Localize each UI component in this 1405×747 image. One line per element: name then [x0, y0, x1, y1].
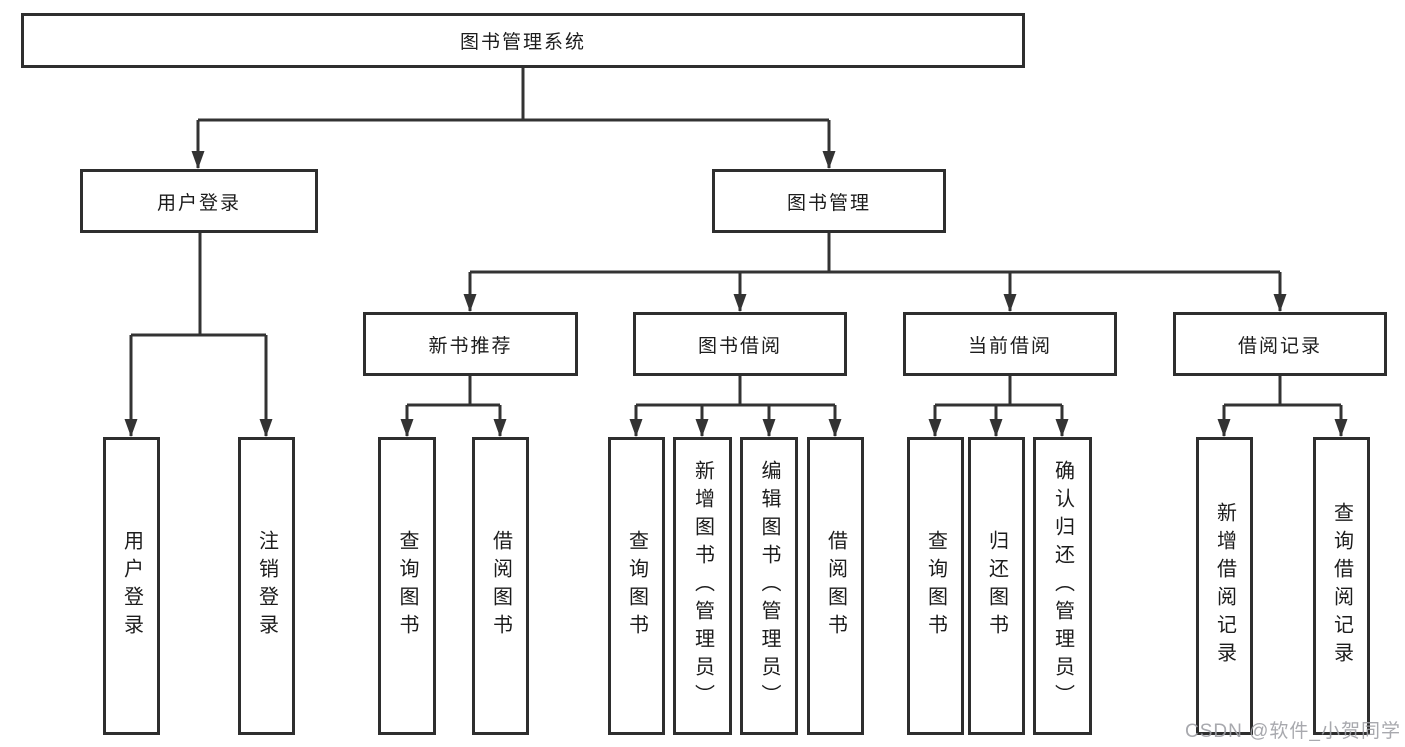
node-book-management-label: 图书管理	[786, 192, 871, 214]
leaf-logout-login: 注销登录	[238, 437, 295, 735]
leaf-query-books-current-label: 查询图书	[924, 530, 947, 642]
leaf-return-books: 归还图书	[968, 437, 1025, 735]
watermark: CSDN @软件_小贺同学	[1185, 721, 1401, 742]
leaf-query-books-borrowing-label: 查询图书	[625, 530, 648, 642]
node-book-management: 图书管理	[712, 169, 946, 233]
leaf-edit-books-admin: 编辑图书（管理员）	[740, 437, 798, 735]
leaf-query-borrow-record-label: 查询借阅记录	[1330, 502, 1353, 670]
leaf-confirm-return-admin: 确认归还（管理员）	[1033, 437, 1092, 735]
node-book-borrowing: 图书借阅	[633, 312, 847, 376]
node-user-login: 用户登录	[80, 169, 318, 233]
leaf-add-books-admin-label: 新增图书（管理员）	[691, 460, 714, 712]
leaf-query-books-borrowing: 查询图书	[608, 437, 665, 735]
node-borrowing-records-label: 借阅记录	[1237, 335, 1322, 357]
leaf-query-books-current: 查询图书	[907, 437, 964, 735]
node-new-book-recommendation: 新书推荐	[363, 312, 578, 376]
leaf-add-books-admin: 新增图书（管理员）	[673, 437, 732, 735]
node-current-borrowing: 当前借阅	[903, 312, 1117, 376]
leaf-borrow-books-borrowing: 借阅图书	[807, 437, 864, 735]
node-root-label: 图书管理系统	[459, 32, 586, 53]
leaf-user-login: 用户登录	[103, 437, 160, 735]
node-root: 图书管理系统	[21, 13, 1025, 68]
leaf-user-login-label: 用户登录	[120, 530, 143, 642]
leaf-return-books-label: 归还图书	[985, 530, 1008, 642]
leaf-borrow-books-recommend: 借阅图书	[472, 437, 529, 735]
leaf-confirm-return-admin-label: 确认归还（管理员）	[1051, 460, 1074, 712]
node-user-login-label: 用户登录	[156, 192, 241, 214]
leaf-edit-books-admin-label: 编辑图书（管理员）	[758, 460, 780, 712]
leaf-borrow-books-borrowing-label: 借阅图书	[824, 530, 847, 642]
leaf-query-books-recommend-label: 查询图书	[396, 530, 418, 642]
leaf-add-borrow-record: 新增借阅记录	[1196, 437, 1253, 735]
leaf-query-books-recommend: 查询图书	[378, 437, 436, 735]
node-borrowing-records: 借阅记录	[1173, 312, 1387, 376]
node-new-book-recommendation-label: 新书推荐	[428, 335, 513, 357]
leaf-borrow-books-recommend-label: 借阅图书	[489, 530, 512, 642]
leaf-query-borrow-record: 查询借阅记录	[1313, 437, 1370, 735]
node-book-borrowing-label: 图书借阅	[697, 335, 782, 357]
leaf-logout-login-label: 注销登录	[255, 530, 278, 642]
leaf-add-borrow-record-label: 新增借阅记录	[1213, 502, 1236, 670]
node-current-borrowing-label: 当前借阅	[967, 335, 1052, 357]
